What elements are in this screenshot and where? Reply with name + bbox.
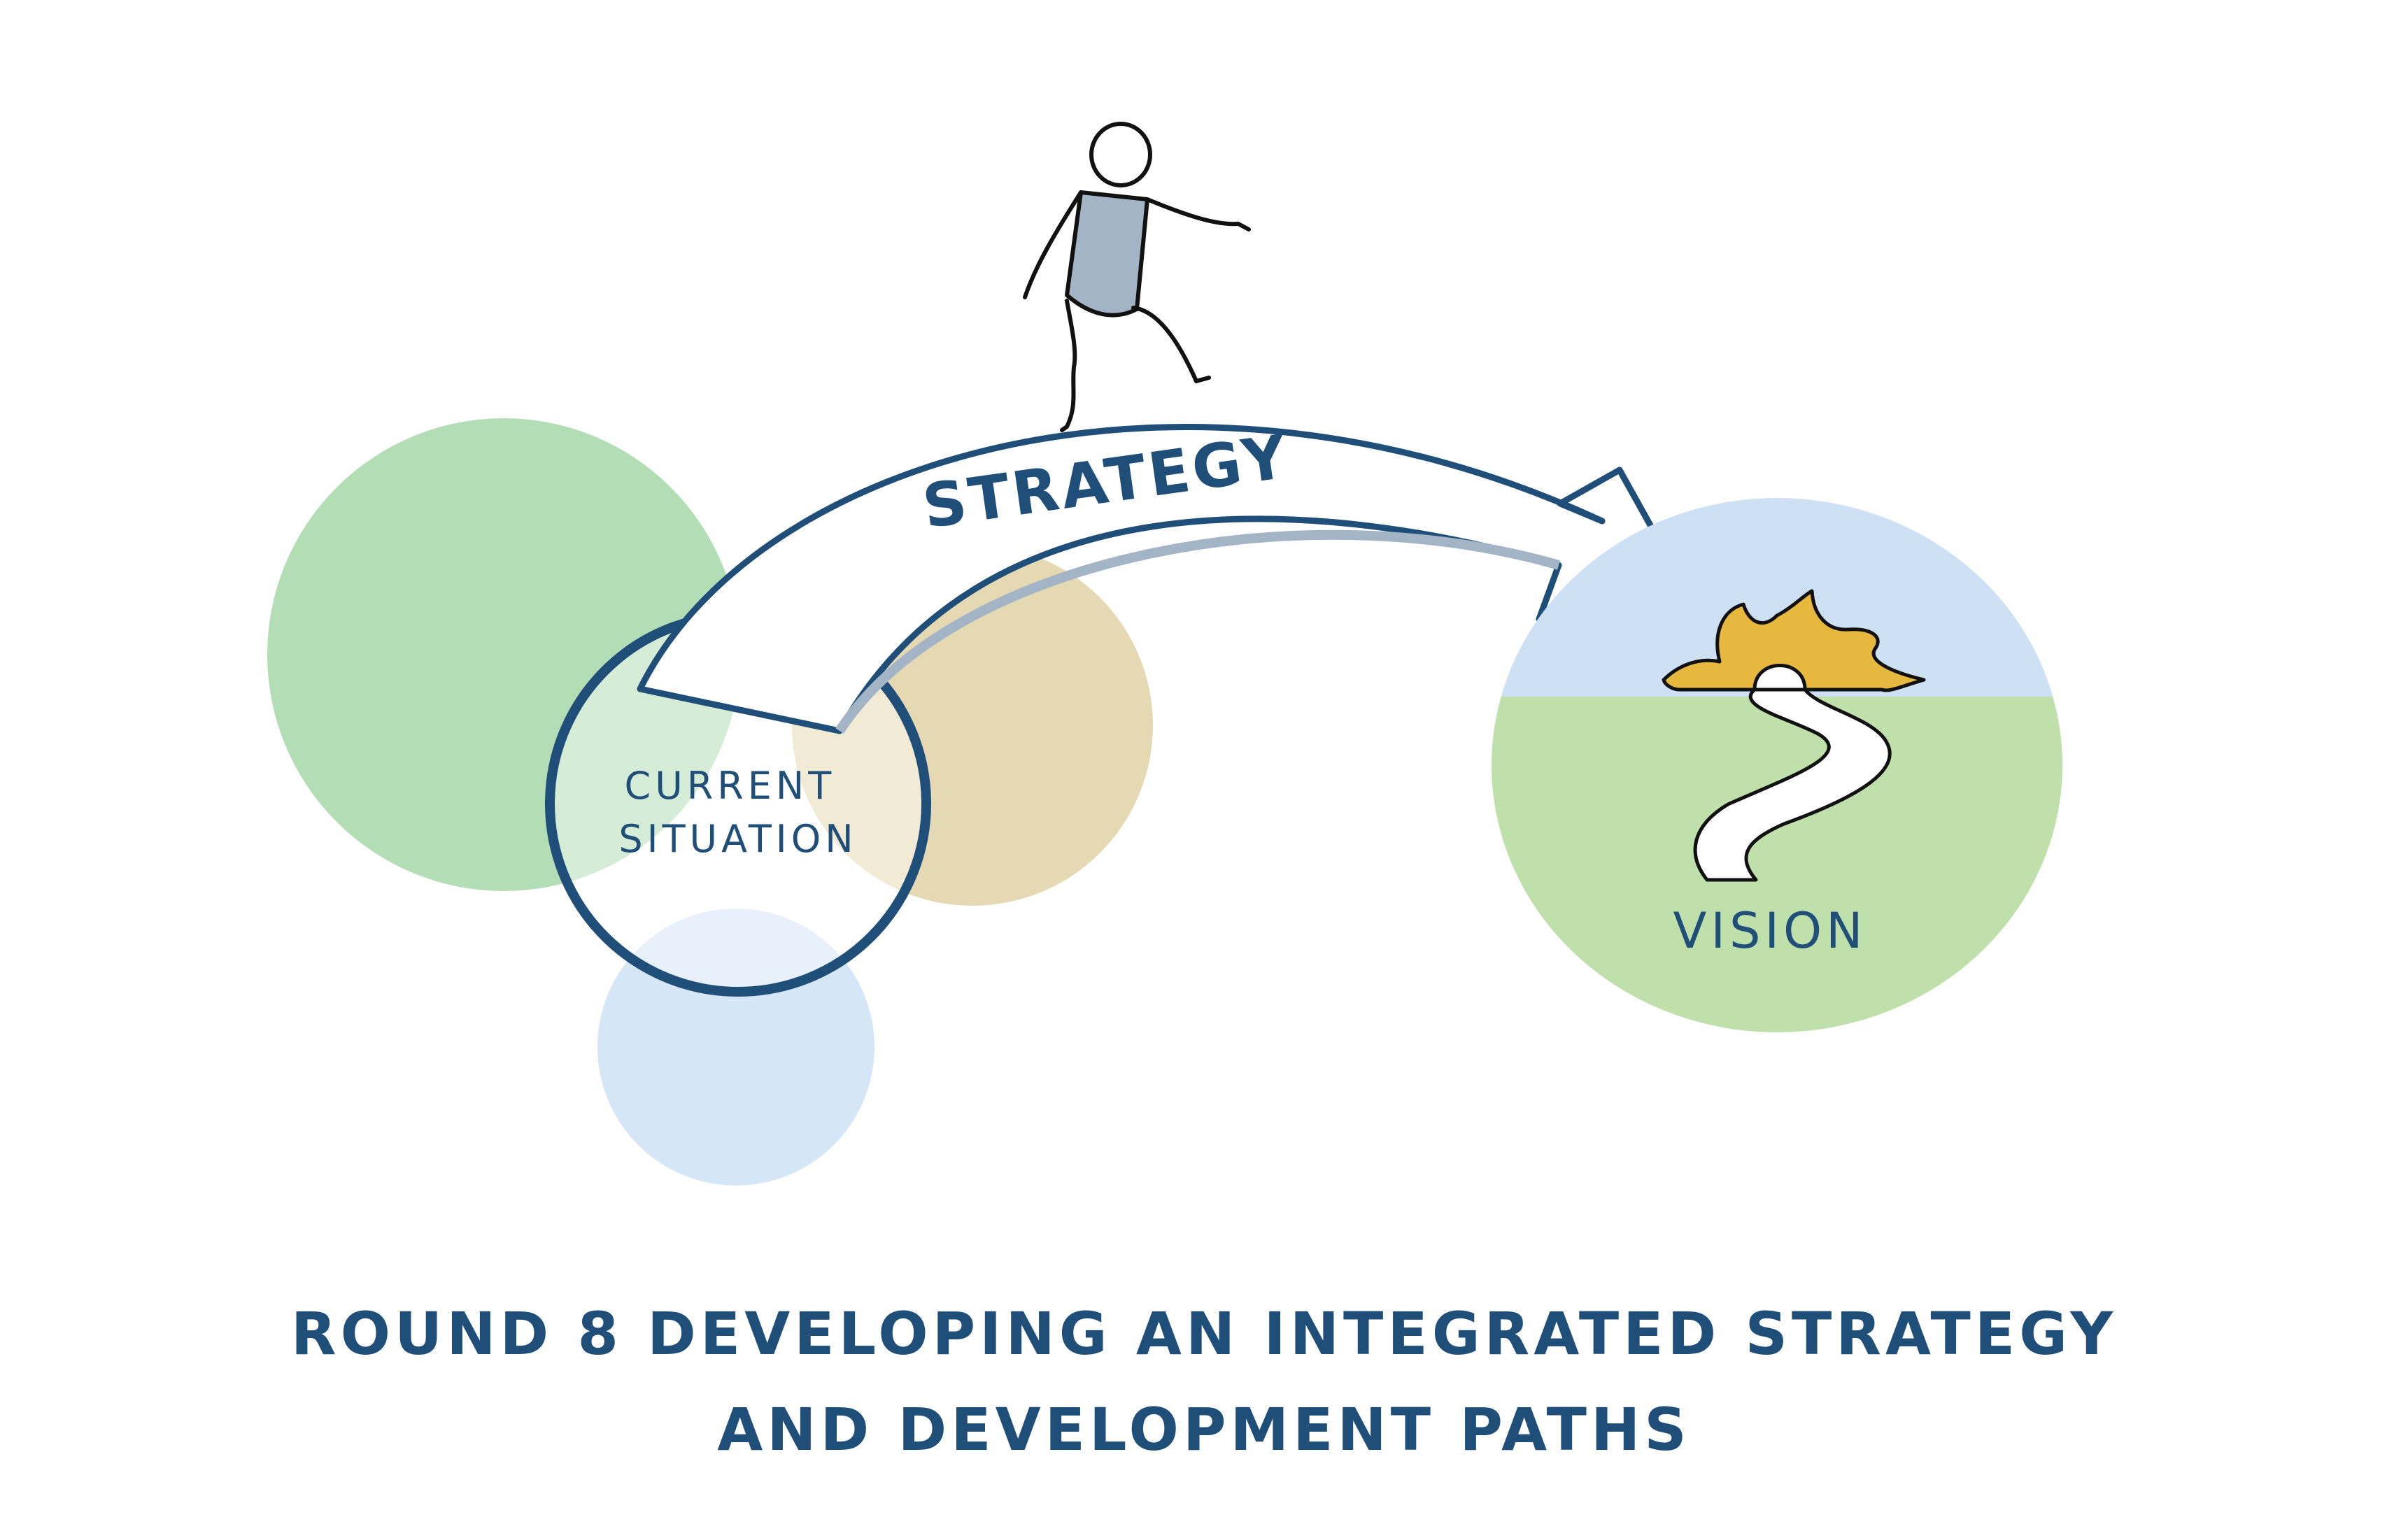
person-head [1089,122,1152,187]
current-situation-label: CURRENT SITUATION [618,764,857,861]
person-right-arm [1145,197,1251,232]
person-left-leg [1060,299,1077,432]
person-left-arm [1023,190,1083,299]
vision-grass [1492,697,2062,1032]
sun-icon [1662,589,1926,692]
current-label-line2: SITUATION [618,817,857,861]
green-circle [267,418,740,891]
vision-label: VISION [1673,902,1867,960]
walking-person-icon [1023,122,1251,432]
diagram-title-line2: AND DEVELOPMENT PATHS [717,1395,1691,1464]
road-icon [1693,688,1892,882]
current-label-line1: CURRENT [625,764,836,808]
strategy-arrow [637,424,1691,734]
strategy-arrow-edge [835,529,1560,734]
person-right-leg [1131,306,1211,383]
sun-gap [1752,664,1807,692]
person-body [1065,190,1149,318]
diagram-title-line1: ROUND 8 DEVELOPING AN INTEGRATED STRATEG… [290,1299,2118,1368]
